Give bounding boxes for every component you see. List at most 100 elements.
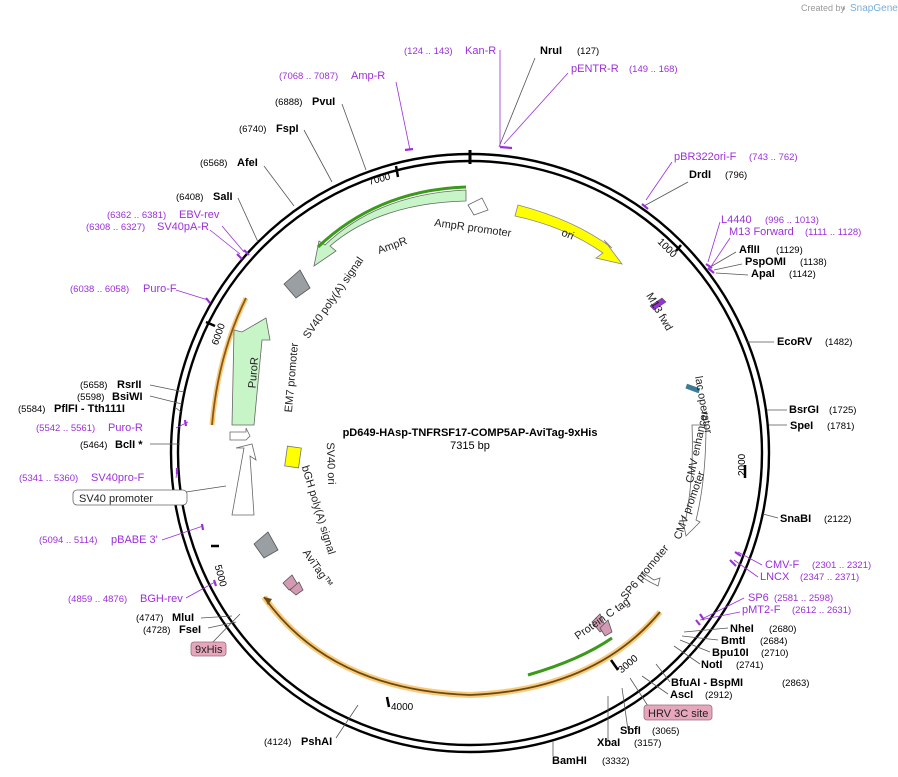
site-rsrii-pos: (5658) <box>80 380 107 391</box>
protein-c-tag-box-2[interactable] <box>599 619 613 637</box>
site-mlui[interactable]: MluI <box>172 612 194 624</box>
m13-fwd-arrow[interactable] <box>649 297 667 311</box>
site-aflii-pos: (1129) <box>776 245 803 256</box>
site-spei[interactable]: SpeI <box>790 420 813 432</box>
site-aflii[interactable]: AflII <box>739 244 760 256</box>
primer-pbabe3[interactable]: pBABE 3' <box>111 534 158 546</box>
9xhis-box[interactable] <box>190 641 227 657</box>
plasmid-name: pD649-HAsp-TNFRSF17-COMP5AP-AviTag-9xHis <box>343 427 598 439</box>
site-fspi[interactable]: FspI <box>276 123 299 135</box>
site-apai[interactable]: ApaI <box>751 268 775 280</box>
ampr-arrow[interactable] <box>313 189 467 267</box>
primer-kan-r[interactable]: Kan-R <box>465 45 496 57</box>
site-bfuai-bspmi[interactable]: BfuAI - BspMI <box>671 677 743 689</box>
site-pspomi-pos: (1138) <box>800 257 827 268</box>
tick-1000 <box>675 244 682 252</box>
site-spei-pos: (1781) <box>827 421 854 432</box>
primer-ebv-rev[interactable]: EBV-rev <box>179 209 220 221</box>
avitag-box-2[interactable] <box>289 581 304 596</box>
primer-sp6[interactable]: SP6 <box>748 592 769 604</box>
primer-sv40pa-r-range: (6308 .. 6327) <box>86 222 145 233</box>
site-bsiwi[interactable]: BsiWI <box>112 391 143 403</box>
site-bamhi-pos: (3332) <box>602 756 629 767</box>
site-xbai-pos: (3157) <box>634 738 661 749</box>
site-bsrgi-pos: (1725) <box>829 405 856 416</box>
sv40-polya-box[interactable] <box>283 269 311 299</box>
site-nhei[interactable]: NheI <box>730 623 754 635</box>
tick-7000 <box>394 165 400 178</box>
primer-pbr322ori-f-range: (743 .. 762) <box>749 152 798 163</box>
primer-m13-forward[interactable]: M13 Forward <box>729 226 794 238</box>
site-pvui[interactable]: PvuI <box>312 96 335 108</box>
sv40-ori-label: SV40 ori <box>324 442 337 485</box>
primer-puro-r-range: (5542 .. 5561) <box>36 423 95 434</box>
primer-pentr-r[interactable]: pENTR-R <box>571 63 619 75</box>
site-bpu10i[interactable]: Bpu10I <box>712 647 749 659</box>
primer-lncx[interactable]: LNCX <box>760 571 790 583</box>
sv40-promoter-box[interactable] <box>72 489 188 506</box>
ampr-promoter-label: AmpR promoter <box>434 217 513 240</box>
puror-arrow[interactable] <box>231 317 271 426</box>
sv40-polya-label: SV40 poly(A) signal <box>301 255 366 341</box>
sp6-promoter-label: SP6 promoter <box>619 542 672 602</box>
site-pspomi[interactable]: PspOMI <box>745 256 786 268</box>
ori-arrow[interactable] <box>514 204 623 265</box>
tick-marks <box>205 165 747 708</box>
site-bfuai-bspmi-pos: (2863) <box>782 678 809 689</box>
site-noti[interactable]: NotI <box>701 659 722 671</box>
primer-sv40pro-f-range: (5341 .. 5360) <box>19 473 78 484</box>
site-rsrii[interactable]: RsrII <box>117 379 141 391</box>
site-fsei[interactable]: FseI <box>179 624 201 636</box>
ampr-promoter-arrow[interactable] <box>467 197 489 216</box>
site-nrui[interactable]: NruI <box>540 45 562 57</box>
primer-puro-f[interactable]: Puro-F <box>143 283 177 295</box>
primer-l4440[interactable]: L4440 <box>721 214 752 226</box>
site-nhei-pos: (2680) <box>769 624 796 635</box>
hrv-3c-site-box[interactable] <box>643 704 713 721</box>
primer-pbr322ori-f[interactable]: pBR322ori-F <box>674 151 737 163</box>
site-fspi-pos: (6740) <box>239 124 266 135</box>
site-sali[interactable]: SalI <box>213 191 233 203</box>
site-pvui-pos: (6888) <box>275 97 302 108</box>
green-orf-line <box>527 636 613 677</box>
primer-pbabe3-range: (5094 .. 5114) <box>39 535 97 546</box>
site-drdi[interactable]: DrdI <box>689 169 711 181</box>
sv40-ori-box[interactable] <box>284 445 302 469</box>
tick-label-1000: 1000 <box>655 237 679 261</box>
primer-sv40pa-r[interactable]: SV40pA-R <box>157 221 209 233</box>
site-bsrgi[interactable]: BsrGI <box>789 404 819 416</box>
site-asci-pos: (2912) <box>705 690 732 701</box>
primer-l4440-range: (996 .. 1013) <box>765 215 819 226</box>
site-asci[interactable]: AscI <box>670 689 693 701</box>
primer-amp-r-range: (7068 .. 7087) <box>279 71 338 82</box>
cmv-enhancer-arrow[interactable] <box>681 424 707 537</box>
primer-puro-r[interactable]: Puro-R <box>108 422 143 434</box>
primer-pmt2-f[interactable]: pMT2-F <box>742 604 781 616</box>
em7-promoter-arrow[interactable] <box>229 427 251 441</box>
site-snabi[interactable]: SnaBI <box>780 513 811 525</box>
primer-bgh-rev[interactable]: BGH-rev <box>140 593 183 605</box>
primer-pentr-r-range: (149 .. 168) <box>629 64 678 75</box>
site-bcli[interactable]: BclI * <box>115 439 143 451</box>
site-ecorv[interactable]: EcoRV <box>777 336 813 348</box>
lac-operator-box[interactable] <box>685 383 701 394</box>
site-sbfi[interactable]: SbfI <box>620 725 641 737</box>
primer-cmv-f-range: (2301 .. 2321) <box>812 560 871 571</box>
site-xbai[interactable]: XbaI <box>597 737 620 749</box>
site-bamhi[interactable]: BamHI <box>552 755 587 767</box>
site-pflfi-tth111i[interactable]: PflFI - Tth111I <box>54 403 125 415</box>
site-afei[interactable]: AfeI <box>237 157 258 169</box>
site-bmti[interactable]: BmtI <box>721 635 745 647</box>
primer-cmv-f[interactable]: CMV-F <box>765 559 800 571</box>
primer-pmt2-f-range: (2612 .. 2631) <box>792 605 851 616</box>
backbone-outer-circle <box>169 152 771 754</box>
bgh-grey-box[interactable] <box>253 531 279 559</box>
primer-sv40pro-f[interactable]: SV40pro-F <box>91 472 144 484</box>
primer-amp-r[interactable]: Amp-R <box>351 70 385 82</box>
bgh-polya-arrow[interactable] <box>231 443 257 516</box>
sp6-promoter-arrow[interactable] <box>639 571 661 587</box>
tick-label-3000: 3000 <box>616 653 640 676</box>
em7-promoter-label: EM7 promoter <box>283 342 301 413</box>
site-pshai[interactable]: PshAI <box>301 736 332 748</box>
